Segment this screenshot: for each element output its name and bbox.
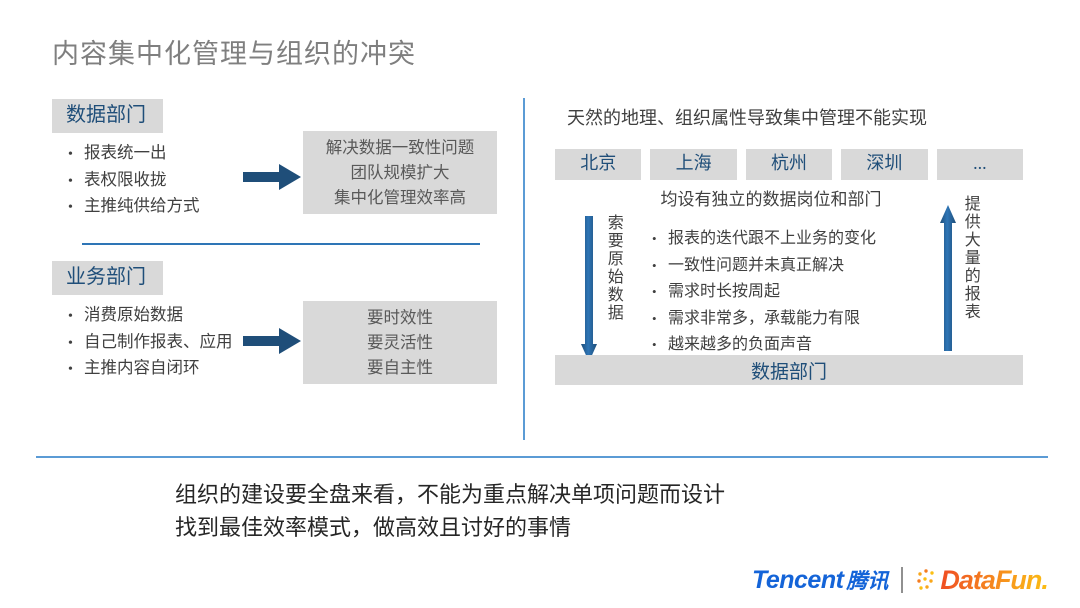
list-item-label: 一致性问题并未真正解决 [668,256,845,274]
bullet-glyph: • [652,231,657,246]
arrow-down-icon [581,216,597,362]
list-item: • 自己制作报表、应用 [68,329,233,356]
bullet-glyph: • [652,284,657,300]
list-item-label: 自己制作报表、应用 [84,331,233,351]
conclusion-line-2: 找到最佳效率模式，做高效且讨好的事情 [175,515,572,541]
list-item: • 报表统一出 [68,140,200,167]
list-item: • 主推纯供给方式 [68,193,200,220]
city-chip-shanghai: 上海 [650,149,737,180]
datafun-dots-icon [917,569,935,590]
tencent-logo-cn: 腾讯 [846,570,889,593]
bullet-glyph: • [652,257,657,273]
list-item-label: 需求非常多，承载能力有限 [668,309,861,327]
dept-bar-data-dept: 数据部门 [555,355,1023,385]
arrow-right-icon [243,328,301,354]
conclusion-text: 组织的建设要全盘来看，不能为重点解决单项问题而设计 找到最佳效率模式，做高效且讨… [175,478,725,545]
result-line: 团队规模扩大 [350,162,450,182]
section-header-data-dept: 数据部门 [52,99,163,133]
bullet-glyph: • [652,310,657,326]
bullet-list-business-dept: • 消费原始数据 • 自己制作报表、应用 • 主推内容自闭环 [68,302,233,382]
arrow-right-icon [243,164,301,190]
bullet-list-data-dept: • 报表统一出 • 表权限收拢 • 主推纯供给方式 [68,140,200,220]
list-item-label: 表权限收拢 [84,169,167,189]
result-line: 要灵活性 [367,332,433,352]
horizontal-divider-bottom [36,456,1048,458]
tencent-logo-en: Tencent [752,566,844,594]
list-item-label: 消费原始数据 [84,305,183,324]
bullet-glyph: • [68,200,73,216]
bullet-glyph: • [68,147,73,162]
result-box-business-dept: 要时效性 要灵活性 要自主性 [303,301,497,384]
city-chip-more: ... [936,149,1024,180]
bullet-glyph: • [68,362,73,378]
result-line: 集中化管理效率高 [334,188,466,208]
city-chip-beijing: 北京 [555,149,642,180]
result-line: 解决数据一致性问题 [325,137,475,157]
list-item: • 消费原始数据 [68,302,233,329]
horizontal-divider-left [82,243,480,245]
flow-label-provide-reports: 提供大量的报表 [961,195,979,321]
bullet-glyph: • [68,309,73,324]
list-item: • 需求时长按周起 [652,279,876,306]
vertical-divider [523,98,525,440]
list-item: • 表权限收拢 [68,167,200,194]
result-line: 要时效性 [367,307,433,327]
page-title: 内容集中化管理与组织的冲突 [52,39,416,69]
right-panel-heading: 天然的地理、组织属性导致集中管理不能实现 [567,108,927,128]
list-item: • 需求非常多，承载能力有限 [652,306,876,333]
section-header-business-dept: 业务部门 [52,261,163,295]
list-item-label: 报表统一出 [84,143,167,162]
bullet-glyph: • [68,173,73,189]
list-item-label: 越来越多的负面声音 [668,336,813,354]
bullet-glyph: • [68,335,73,351]
list-item: • 一致性问题并未真正解决 [652,253,876,280]
list-item: • 主推内容自闭环 [68,355,233,382]
right-panel-sub-caption: 均设有独立的数据岗位和部门 [660,190,882,209]
city-chip-hangzhou: 杭州 [745,149,833,180]
city-chip-shenzhen: 深圳 [841,149,928,180]
result-box-data-dept: 解决数据一致性问题 团队规模扩大 集中化管理效率高 [303,131,497,214]
flow-label-request-raw-data: 索要原始数据 [604,214,622,322]
conclusion-line-1: 组织的建设要全盘来看，不能为重点解决单项问题而设计 [175,482,726,507]
list-item-label: 需求时长按周起 [668,283,781,301]
list-item: • 越来越多的负面声音 [652,332,876,359]
datafun-logo: DataFun. [916,564,1049,596]
datafun-logo-text: DataFun. [940,564,1049,595]
list-item-label: 报表的迭代跟不上业务的变化 [668,230,877,247]
list-item: • 报表的迭代跟不上业务的变化 [652,226,876,253]
list-item-label: 主推纯供给方式 [84,196,200,216]
city-chip-row: 北京 上海 杭州 深圳 ... [555,149,1024,180]
arrow-up-icon [940,205,956,351]
bullet-glyph: • [652,337,657,353]
result-line: 要自主性 [367,358,433,378]
logo-separator [901,567,904,593]
list-item-label: 主推内容自闭环 [84,358,200,378]
bullet-list-issues: • 报表的迭代跟不上业务的变化 • 一致性问题并未真正解决 • 需求时长按周起 … [652,226,876,359]
